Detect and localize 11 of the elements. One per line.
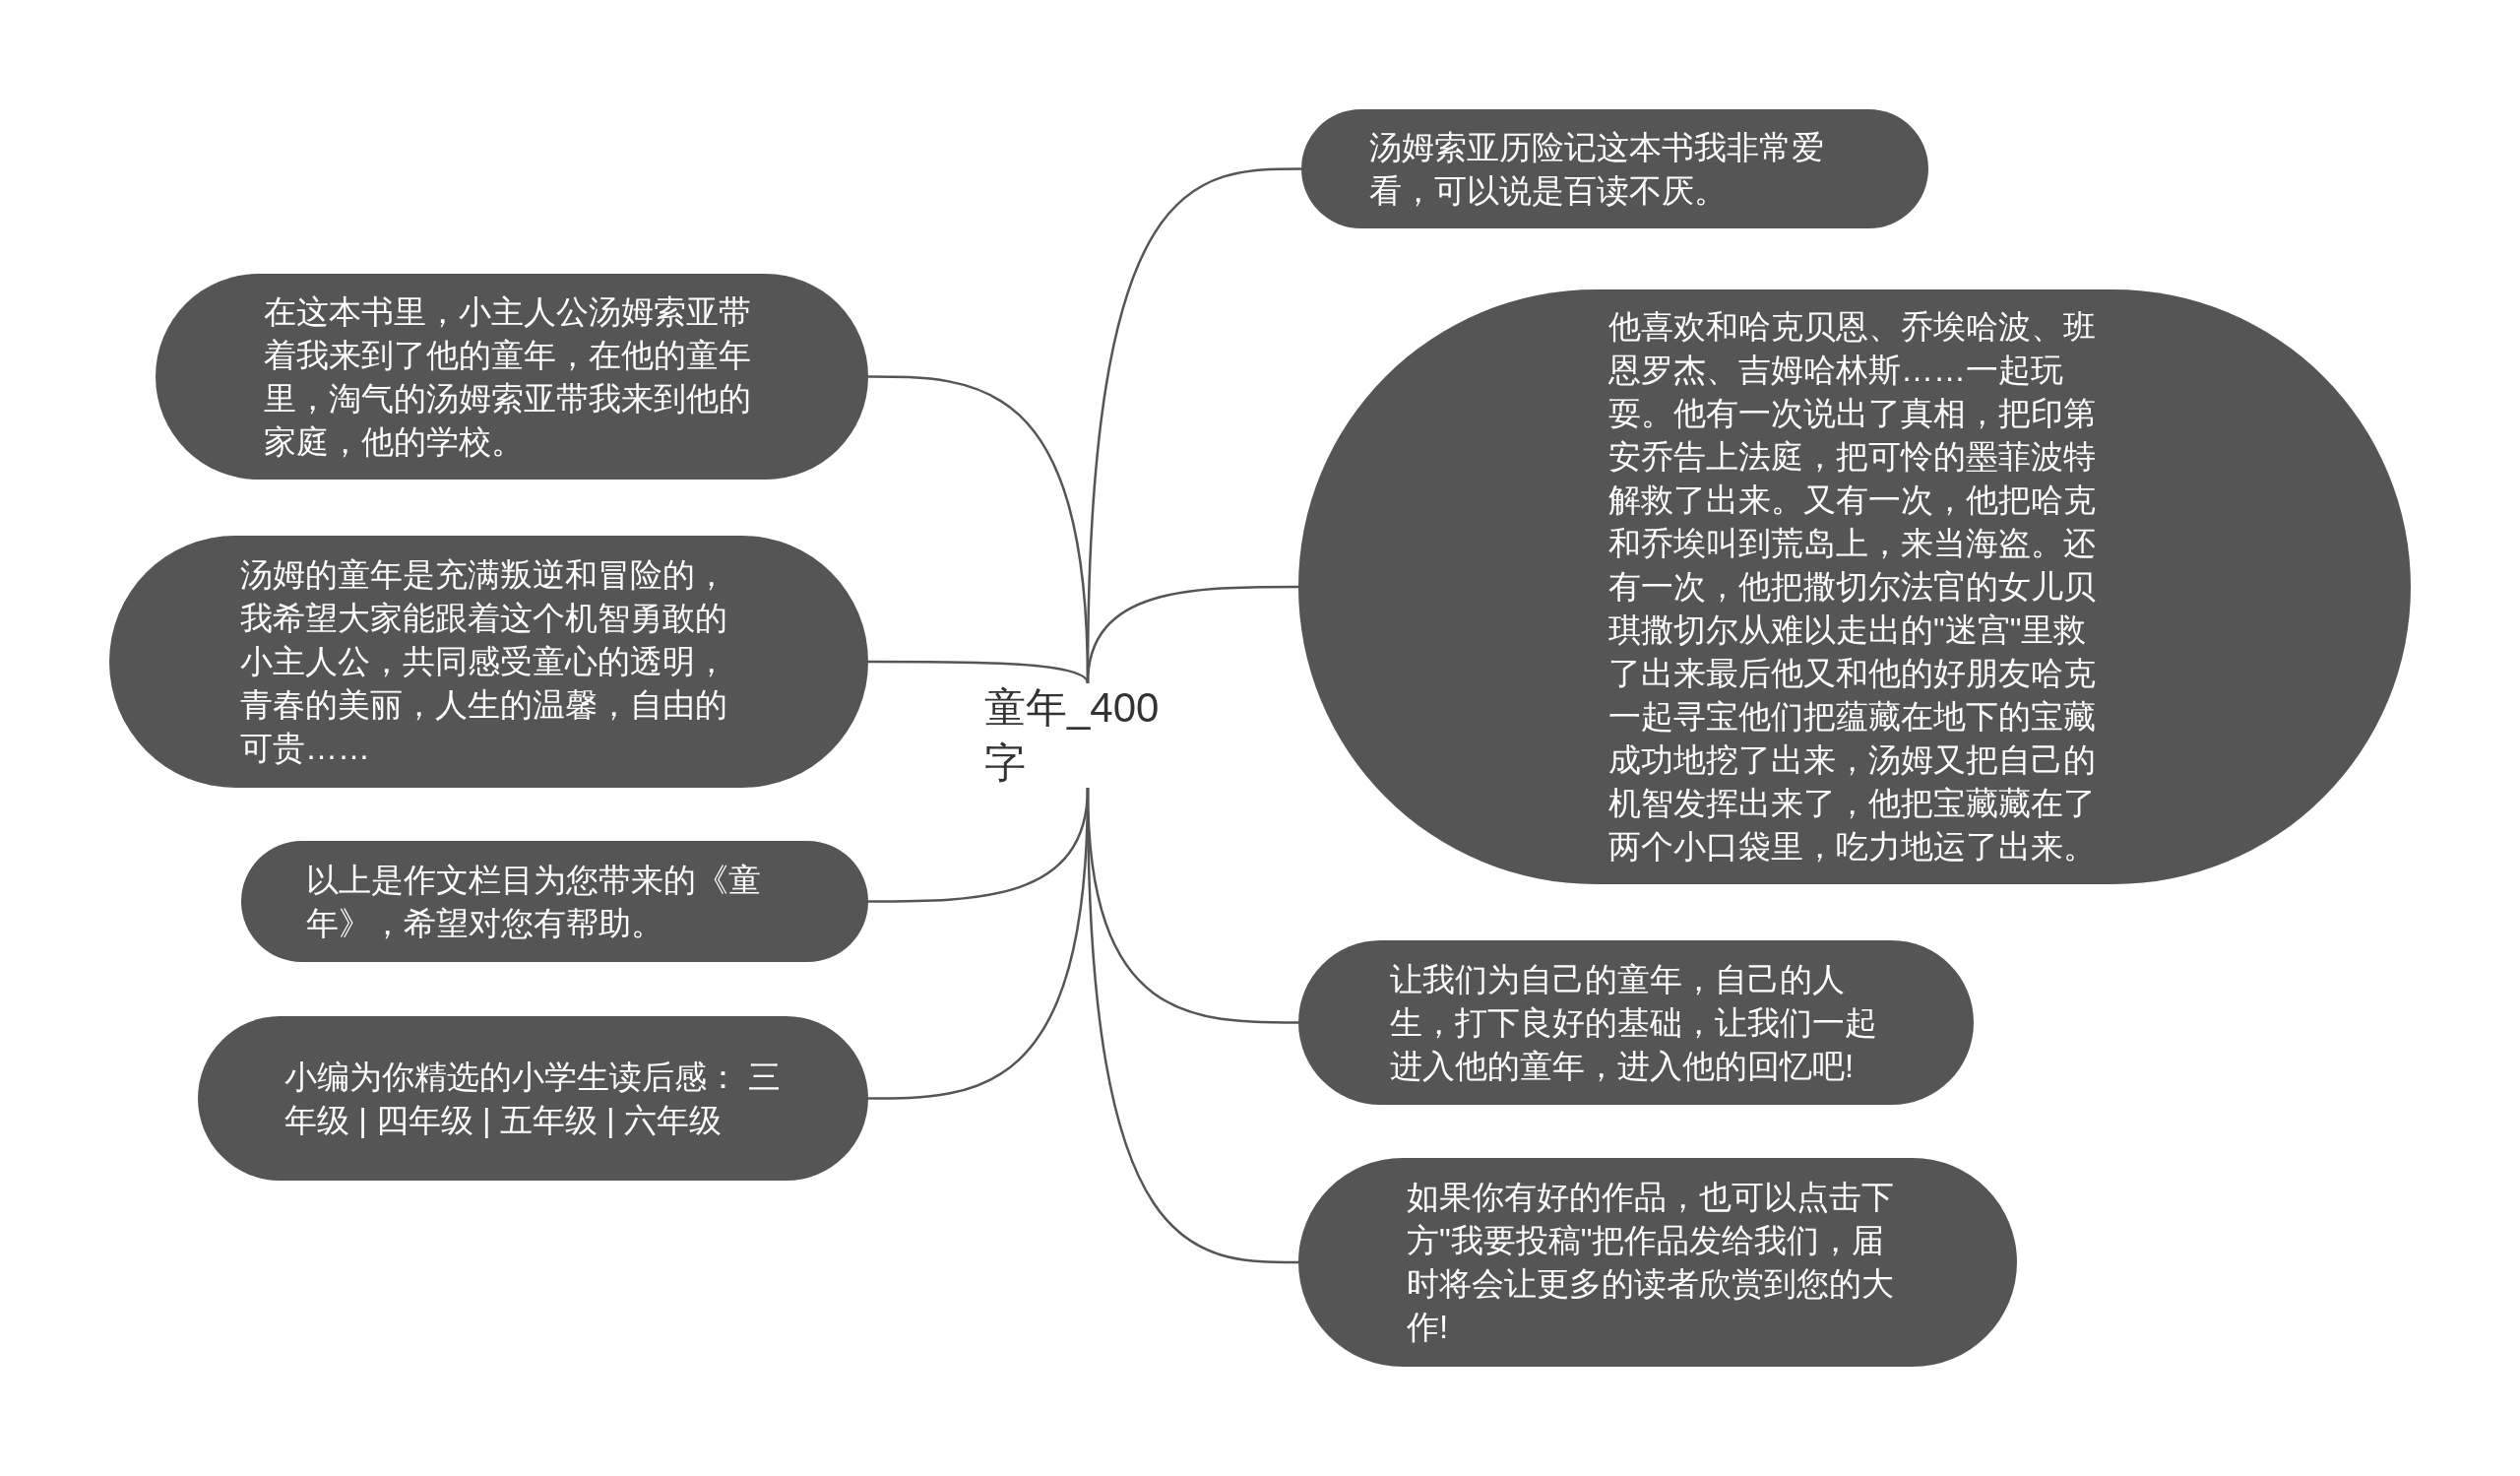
topic-text: 小编为你精选的小学生读后感： 三年级 | 四年级 | 五年级 | 六年级 bbox=[284, 1057, 782, 1140]
topic-text: 在这本书里，小主人公汤姆索亚带着我来到了他的童年，在他的童年里，淘气的汤姆索亚带我来到他的家庭，他的学校。 bbox=[263, 291, 752, 462]
topic-text: 汤姆的童年是充满叛逆和冒险的，我希望大家能跟着这个机智勇敢的小主人公，共同感受童心的透明，青春的美丽，人生的温馨，自由的可贵…… bbox=[240, 555, 728, 768]
topic-text: 他喜欢和哈克贝恩、乔埃哈波、班恩罗杰、吉姆哈林斯……一起玩耍。他有一次说出了真相，把印第安乔告上法庭，把可怜的墨菲波特解救了出来。又有一次，他把哈克和乔埃叫到荒岛上，来当海盗。还有一次，他把撒切尔法官的女儿贝琪撒切尔从难以走出的"迷宫"里救了出来最后他又和他的好朋友哈克一起寻宝他们把蕴藏在地下的宝藏成功地挖了出来，汤姆又把自己的机智发挥出来了，他把宝藏藏在了两个小口袋里，吃力地运了出来。 bbox=[1608, 307, 2097, 866]
topic-text: 以上是作文栏目为您带来的《童年》，希望对您有帮助。 bbox=[306, 860, 762, 943]
connector-line bbox=[868, 660, 1090, 684]
topic-text: 汤姆索亚历险记这本书我非常爱看，可以说是百读不厌。 bbox=[1368, 127, 1825, 211]
connector-line bbox=[868, 787, 1090, 1100]
topic-text: 如果你有好的作品，也可以点击下方"我要投稿"把作品发给我们，届时将会让更多的读者欣赏到您的大作! bbox=[1407, 1178, 1895, 1347]
topic-text: 让我们为自己的童年，自己的人生，打下良好的基础，让我们一起进入他的童年，进入他的回忆吧! bbox=[1390, 959, 1878, 1086]
central-topic: 童年_400字 bbox=[984, 683, 1161, 788]
